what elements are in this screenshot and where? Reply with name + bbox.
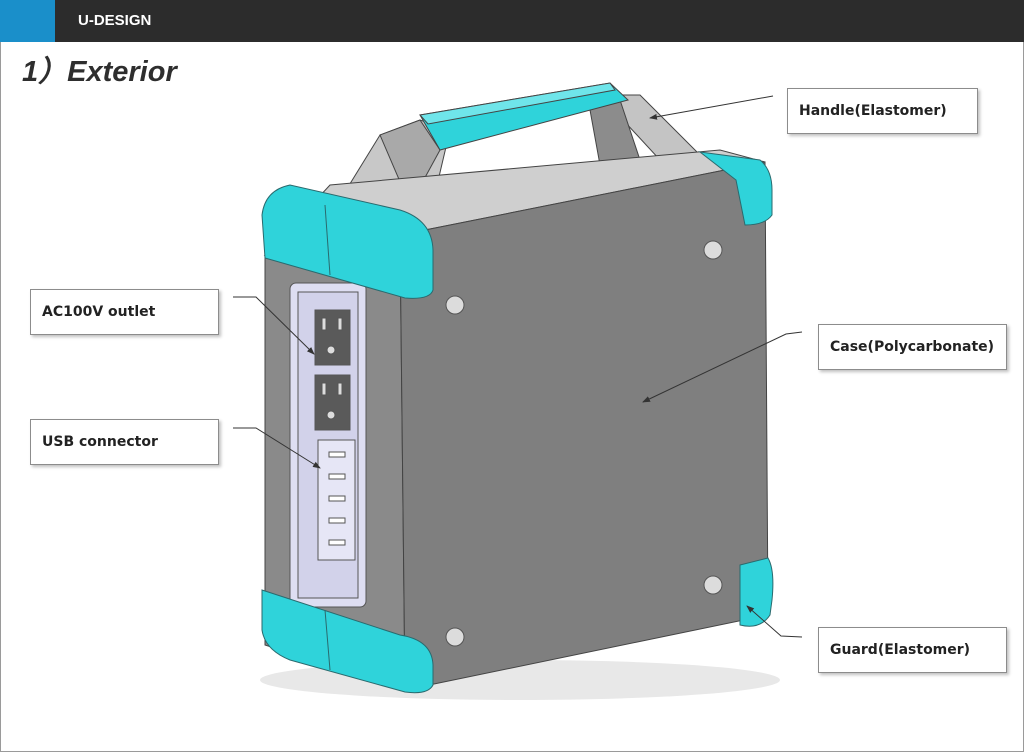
callout-case: Case(Polycarbonate) <box>818 324 1007 370</box>
page-title: 1）Exterior <box>22 56 177 88</box>
ac-outlet-1 <box>314 309 351 366</box>
screw-holes <box>445 240 723 647</box>
callout-handle: Handle(Elastomer) <box>787 88 978 134</box>
header-bar: U-DESIGN <box>0 0 1024 42</box>
callout-guard: Guard(Elastomer) <box>818 627 1007 673</box>
brand-label: U-DESIGN <box>78 12 152 29</box>
ac-outlet-2 <box>314 374 351 431</box>
outlet-panel <box>289 282 367 608</box>
callout-usb-connector: USB connector <box>30 419 219 465</box>
leader-lines <box>233 95 803 638</box>
callout-ac-outlet: AC100V outlet <box>30 289 219 335</box>
header-accent-block <box>0 0 55 42</box>
